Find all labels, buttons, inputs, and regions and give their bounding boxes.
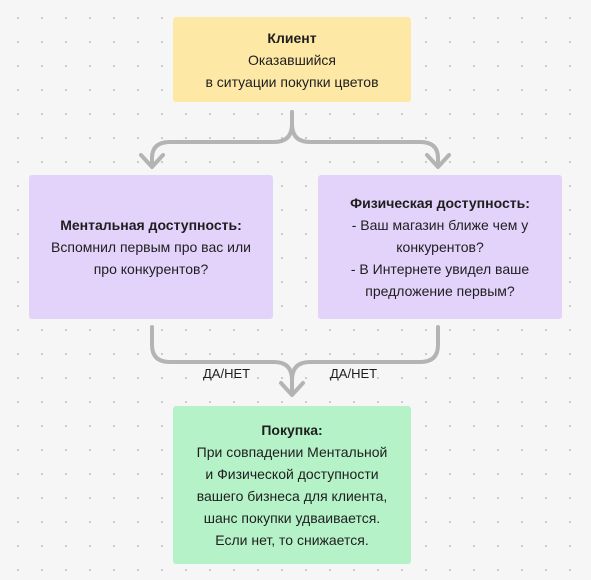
physical-availability-line: конкурентов? bbox=[396, 239, 484, 255]
arrowhead-to-mental bbox=[139, 153, 165, 169]
mental-availability-line: Вспомнил первым про вас или bbox=[51, 239, 251, 255]
mental-availability-title: Ментальная доступность: bbox=[60, 217, 242, 233]
physical-availability-title: Физическая доступность: bbox=[350, 195, 530, 211]
client-line: в ситуации покупки цветов bbox=[205, 73, 379, 90]
client-line: Оказавшийся bbox=[247, 51, 337, 68]
mental-availability-line: про конкурентов? bbox=[93, 261, 209, 277]
purchase-line: Если нет, то снижается. bbox=[215, 532, 369, 548]
connector-client-to-physical bbox=[290, 110, 440, 168]
physical-availability-line: предложение первым? bbox=[365, 283, 515, 299]
purchase-line: и Физической доступности bbox=[205, 466, 379, 482]
edge-label-physical: ДА/НЕТ bbox=[330, 366, 378, 381]
edge-label-mental: ДА/НЕТ bbox=[203, 366, 251, 381]
connector-mental-to-purchase bbox=[150, 325, 294, 396]
purchase-line: вашего бизнеса для клиента, bbox=[196, 488, 388, 504]
purchase-line: шанс покупки удваивается. bbox=[203, 510, 381, 526]
arrowhead-to-physical bbox=[425, 153, 451, 169]
purchase-title: Покупка: bbox=[261, 422, 323, 438]
physical-availability-line: - Ваш магазин ближе чем у bbox=[351, 217, 529, 233]
client-title: Клиент bbox=[267, 29, 317, 46]
purchase-line: При совпадении Ментальной bbox=[196, 444, 388, 460]
connector-physical-to-purchase bbox=[290, 325, 440, 396]
client-node: Клиент Оказавшийся в ситуации покупки цв… bbox=[173, 17, 411, 102]
arrowhead-to-purchase bbox=[279, 381, 305, 397]
mental-availability-node: Ментальная доступность: Вспомнил первым … bbox=[29, 175, 273, 319]
physical-availability-line: - В Интернете увидел ваше bbox=[350, 261, 530, 277]
connector-client-to-mental bbox=[150, 110, 294, 168]
purchase-node: Покупка: При совпадении Ментальной и Физ… bbox=[173, 406, 411, 564]
physical-availability-node: Физическая доступность: - Ваш магазин бл… bbox=[318, 175, 562, 319]
